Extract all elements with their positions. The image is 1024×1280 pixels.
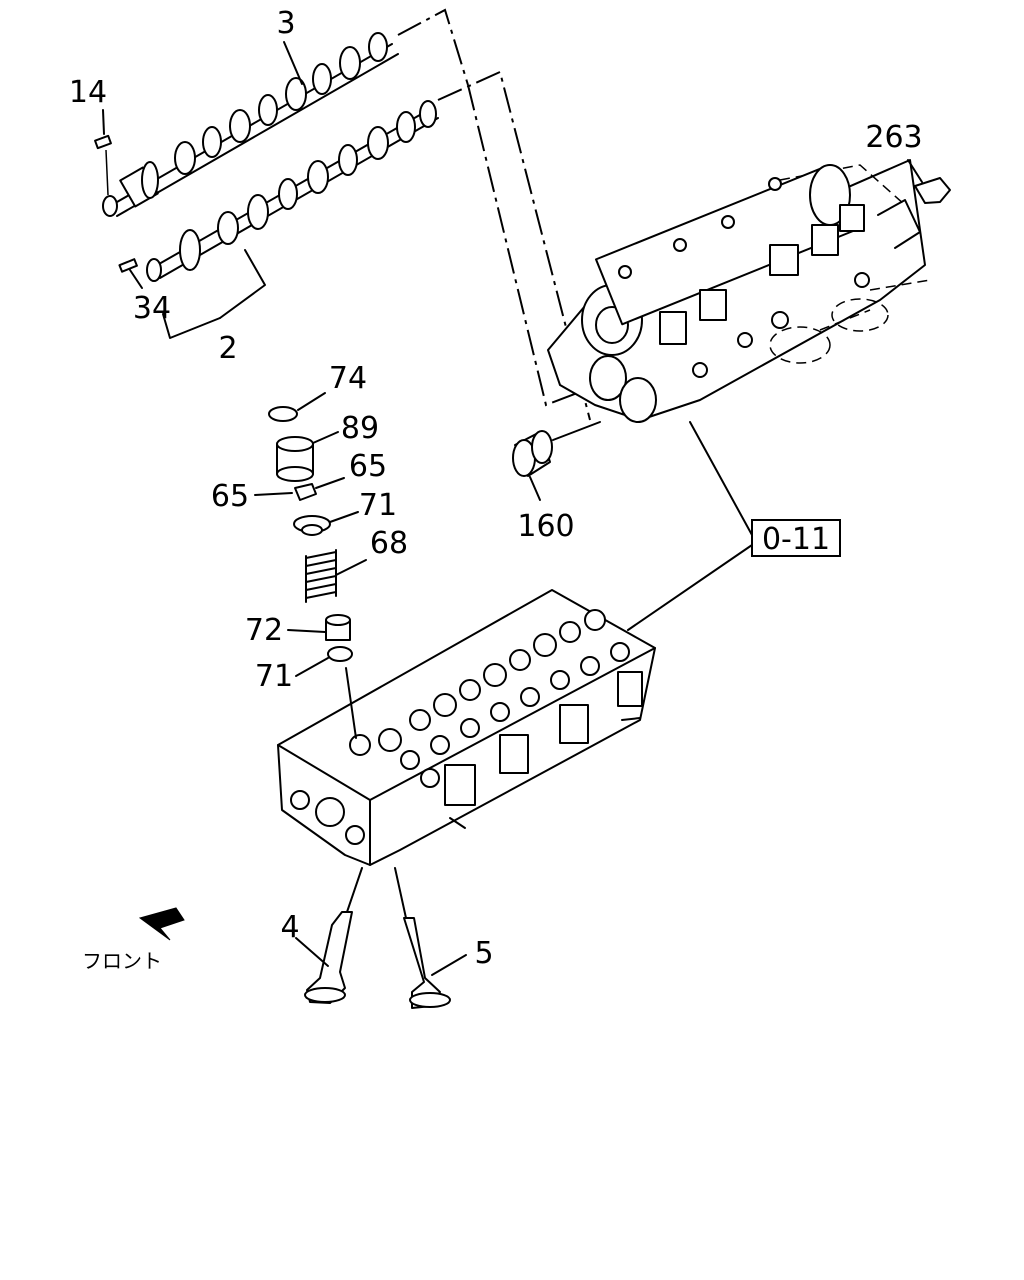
camshaft-exhaust	[102, 32, 399, 217]
camshaft-intake	[146, 100, 439, 282]
callout-14: 14	[69, 75, 107, 110]
callout-68: 68	[370, 526, 408, 561]
cam-housing-assembly	[547, 159, 931, 423]
callout-71-lower: 71	[255, 659, 293, 694]
callout-65-left: 65	[211, 479, 249, 514]
callout-2: 2	[218, 331, 237, 366]
spring-retainer	[293, 515, 331, 536]
callout-71-upper: 71	[359, 488, 397, 523]
front-label: フロント	[82, 949, 162, 973]
callout-3: 3	[276, 6, 295, 41]
spring-seat	[327, 646, 353, 662]
callout-89: 89	[341, 411, 379, 446]
reference-box	[751, 519, 841, 557]
bushing	[512, 421, 601, 477]
exhaust-valve	[403, 917, 451, 1009]
callout-65-right: 65	[349, 449, 387, 484]
callout-74: 74	[329, 361, 367, 396]
callout-263: 263	[865, 120, 922, 155]
callout-5: 5	[474, 936, 493, 971]
callout-4: 4	[280, 910, 299, 945]
dowel-pin	[94, 134, 112, 150]
intake-valve	[304, 911, 353, 1004]
reference-label: 0-11	[762, 522, 830, 557]
valve-lifter	[276, 436, 314, 482]
valve-keeper	[294, 483, 317, 501]
cylinder-head	[277, 589, 656, 866]
shim	[268, 406, 298, 422]
seal-cap	[914, 177, 951, 204]
callout-160: 160	[517, 509, 574, 544]
valve-stem-seal	[325, 614, 351, 641]
callout-34: 34	[133, 291, 171, 326]
front-arrow-icon	[138, 907, 185, 941]
callout-72: 72	[245, 613, 283, 648]
valve-spring	[305, 549, 337, 603]
dowel-pin-lower	[118, 258, 138, 273]
